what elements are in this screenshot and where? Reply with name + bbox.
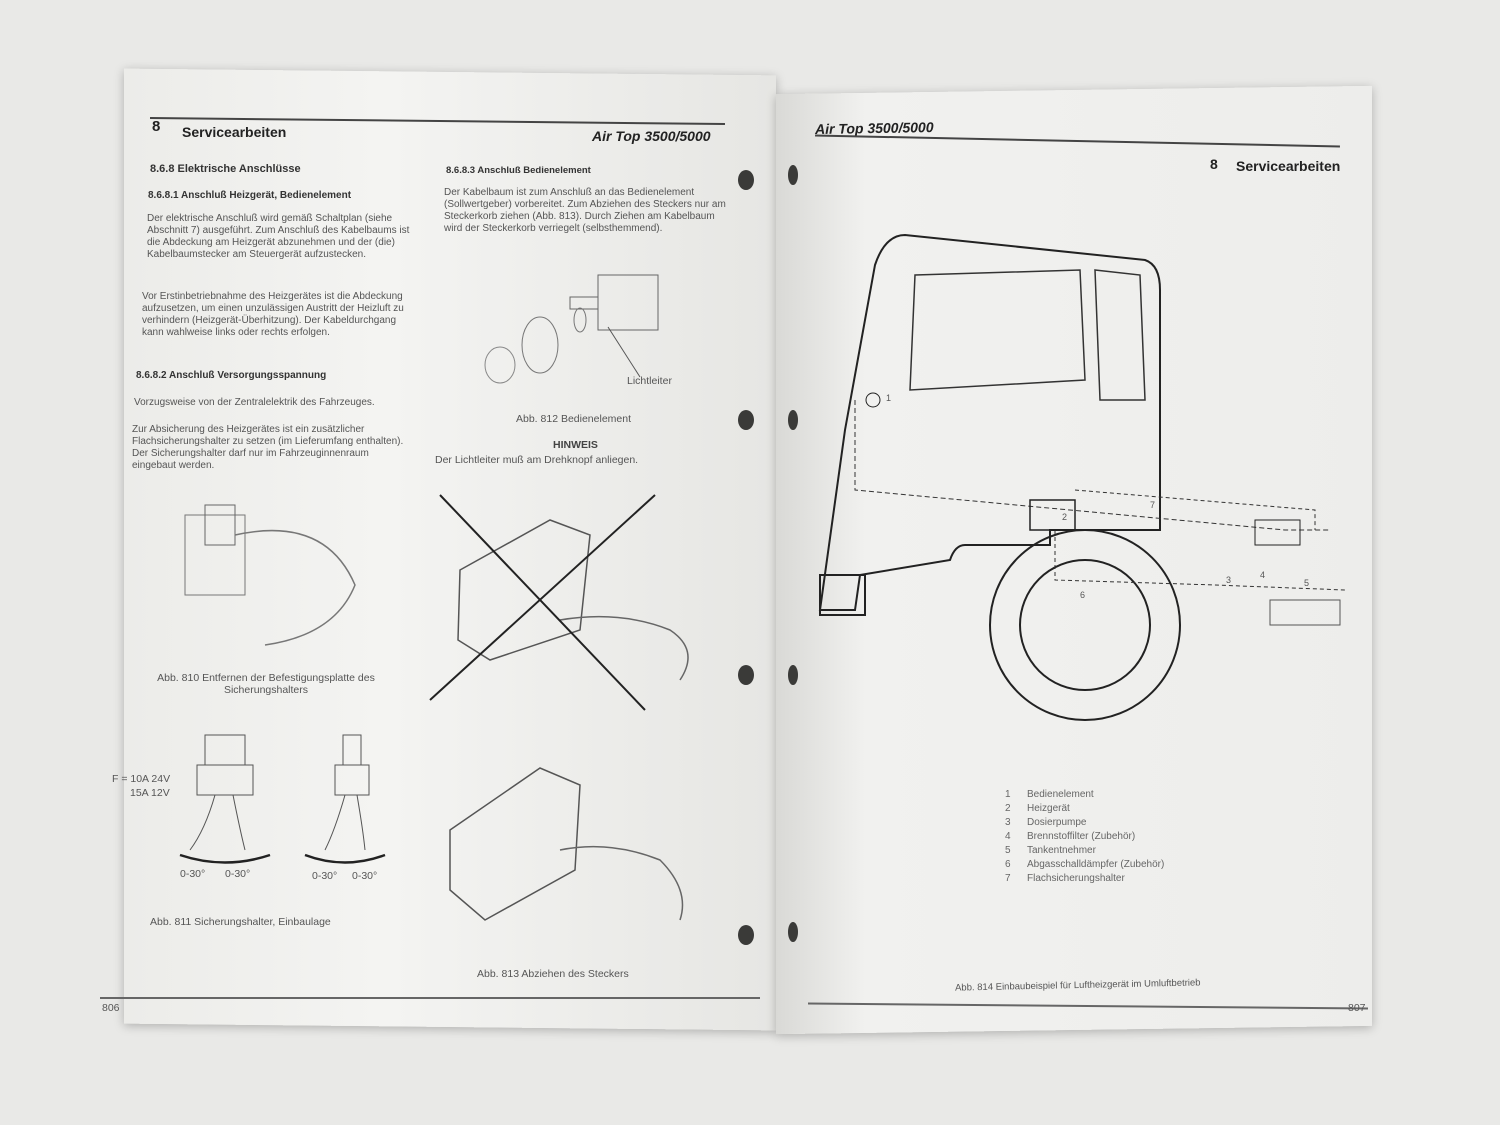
fuse-holder-position-illustration (179, 734, 386, 864)
chapter-number: 8 (1210, 156, 1218, 172)
chapter-number: 8 (152, 118, 161, 135)
paragraph: Zur Absicherung des Heizgerätes ist ein … (132, 424, 404, 471)
callout: 2 (1062, 512, 1068, 522)
legend-number: 4 (1005, 831, 1011, 842)
legend-number: 5 (1005, 845, 1011, 856)
note-text: Der Lichtleiter muß am Drehknopf anliege… (435, 454, 639, 466)
figure-caption-813: Abb. 813 Abziehen des Steckers (477, 968, 629, 980)
figure-caption-810: Abb. 810 Entfernen der Befestigungsplatt… (157, 672, 375, 696)
binder-hole (738, 665, 754, 685)
angle-label: 0-30° (352, 870, 378, 882)
control-element-illustration (484, 274, 659, 384)
paragraph: Vorzugsweise von der Zentralelektrik des… (134, 397, 375, 408)
legend-item: 1 Bedienelement (1005, 788, 1164, 802)
callout: 4 (1260, 570, 1266, 580)
label-lichtleiter: Lichtleiter (627, 375, 672, 387)
legend-label: Abgasschalldämpfer (Zubehör) (1027, 859, 1165, 870)
section-heading: 8.6.8.2 Anschluß Versorgungsspannung (136, 370, 327, 381)
section-heading: 8.6.8.3 Anschluß Bedienelement (446, 165, 591, 176)
legend-list: 1 Bedienelement 2 Heizgerät 3 Dosierpumpe 4… (1005, 788, 1164, 886)
legend-number: 6 (1005, 859, 1011, 870)
legend-label: Dosierpumpe (1027, 817, 1087, 828)
figure-caption-812: Abb. 812 Bedienelement (516, 413, 632, 425)
fuse-rating: 15A 12V (130, 787, 170, 799)
legend-number: 1 (1005, 789, 1011, 800)
paragraph: Der elektrische Anschluß wird gemäß Scha… (147, 213, 410, 260)
callout: 6 (1080, 590, 1086, 600)
correct-method-illustration (449, 767, 684, 921)
callout: 5 (1304, 578, 1310, 588)
legend-label: Flachsicherungshalter (1027, 873, 1125, 884)
legend-label: Heizgerät (1027, 803, 1070, 814)
page-number: 806 (102, 1002, 120, 1014)
binder-hole (738, 925, 754, 945)
binder-hole (788, 165, 798, 185)
legend-item: 5 Tankentnehmer (1005, 844, 1164, 858)
angle-label: 0-30° (180, 868, 206, 880)
binder-hole (788, 922, 798, 942)
binder-hole (788, 410, 798, 430)
section-heading: 8.6.8.1 Anschluß Heizgerät, Bedienelemen… (148, 190, 352, 201)
binder-hole (738, 410, 754, 430)
fuse-rating: F = 10A 24V (112, 773, 171, 785)
fuse-holder-removal-illustration (184, 504, 356, 646)
wrong-method-illustration (429, 494, 689, 711)
section-heading: 8.6.8 Elektrische Anschlüsse (150, 163, 301, 175)
legend-number: 7 (1005, 873, 1011, 884)
legend-item: 2 Heizgerät (1005, 802, 1164, 816)
page-number: 807 (1348, 1002, 1366, 1014)
paragraph: Der Kabelbaum ist zum Anschluß an das Be… (444, 187, 726, 234)
callout: 7 (1150, 500, 1156, 510)
footer-rule (100, 997, 760, 999)
binder-hole (738, 170, 754, 190)
figure-caption-811: Abb. 811 Sicherungshalter, Einbaulage (150, 916, 331, 928)
binder-hole (788, 665, 798, 685)
chapter-title: Servicearbeiten (182, 124, 287, 140)
legend-number: 2 (1005, 803, 1011, 814)
legend-number: 3 (1005, 817, 1011, 828)
vehicle-installation-diagram (818, 233, 1346, 721)
legend-item: 4 Brennstoffilter (Zubehör) (1005, 830, 1164, 844)
legend-label: Tankentnehmer (1027, 845, 1096, 856)
paragraph: Vor Erstinbetriebnahme des Heizgerätes i… (142, 291, 404, 338)
callout: 1 (886, 393, 892, 403)
legend-label: Bedienelement (1027, 789, 1094, 800)
angle-label: 0-30° (312, 870, 338, 882)
legend-item: 7 Flachsicherungshalter (1005, 872, 1164, 886)
legend-item: 6 Abgasschalldämpfer (Zubehör) (1005, 858, 1164, 872)
callout: 3 (1226, 575, 1232, 585)
chapter-title: Servicearbeiten (1236, 158, 1341, 174)
product-title: Air Top 3500/5000 (592, 128, 711, 144)
angle-label: 0-30° (225, 868, 251, 880)
note-title: HINWEIS (553, 439, 598, 451)
legend-label: Brennstoffilter (Zubehör) (1027, 831, 1136, 842)
legend-item: 3 Dosierpumpe (1005, 816, 1164, 830)
